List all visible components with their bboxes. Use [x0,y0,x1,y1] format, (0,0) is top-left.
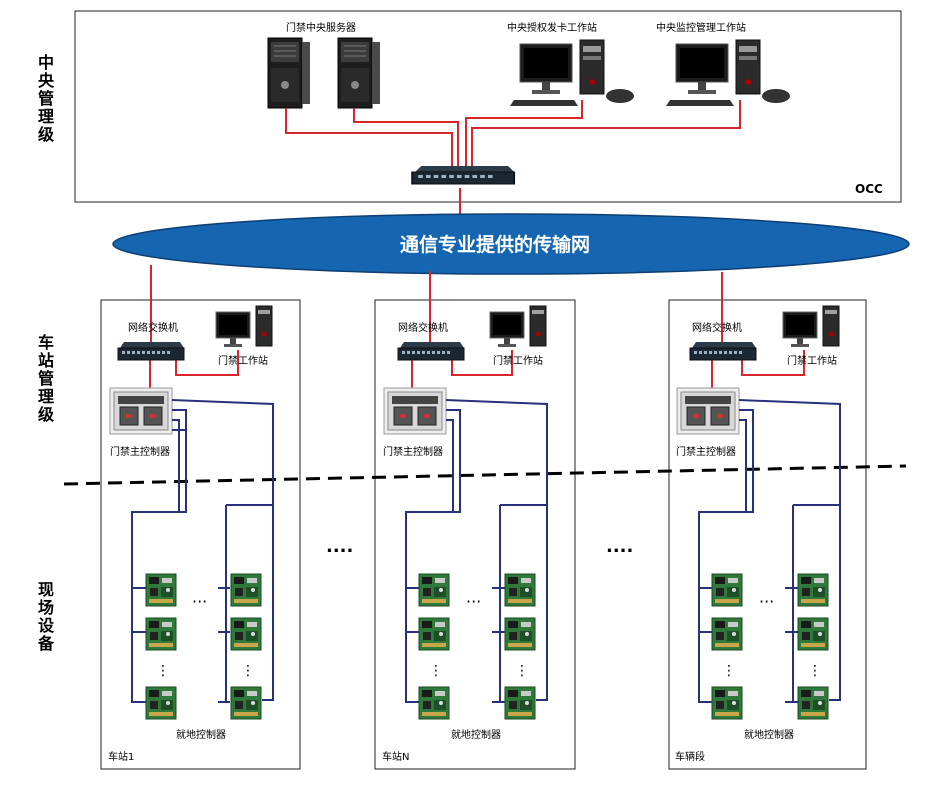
svg-text:理: 理 [38,387,54,406]
station-n-main-controller [383,387,447,435]
depot-main-controller-label: 门禁主控制器 [676,445,736,458]
depot-main-controller [676,387,740,435]
central-server-1 [267,37,311,109]
station-1: 网络交换机 门禁工作站 门禁主控制器 ··· ⋮ ⋮ 就 [108,265,274,763]
depot-field-controller [797,617,829,651]
column-ellipsis: ··· [466,592,481,611]
vertical-ellipsis: ⋮ [156,663,170,679]
station-n-main-controller-label: 门禁主控制器 [383,445,443,458]
svg-text:级: 级 [38,125,55,144]
station-1-field-controller [145,686,177,720]
svg-text:管: 管 [38,369,54,388]
depot: 网络交换机 门禁工作站 门禁主控制器 ··· ⋮ ⋮ 就地控制器 [675,272,841,763]
vertical-ellipsis: ⋮ [429,663,443,679]
vertical-ellipsis: ⋮ [722,663,736,679]
station-n-name: 车站N [382,750,409,763]
column-ellipsis: ··· [759,592,774,611]
station-1-switch [117,341,185,361]
station-n-field-controller [504,686,536,720]
station-n: 网络交换机 门禁工作站 门禁主控制器 ··· ⋮ ⋮ 就地控制器 [382,271,548,763]
svg-text:设: 设 [38,616,55,635]
vertical-ellipsis: ⋮ [241,663,255,679]
depot-field-controller [711,617,743,651]
depot-field-controller [797,686,829,720]
depot-workstation-label: 门禁工作站 [787,354,837,367]
station-1-field-controller [145,617,177,651]
occ-network-lines [285,100,741,214]
auth-workstation-label: 中央授权发卡工作站 [507,21,597,34]
station-1-name: 车站1 [108,750,134,763]
svg-text:央: 央 [38,71,55,90]
occ-switch [411,165,516,185]
depot-box [668,299,867,770]
svg-text:场: 场 [38,598,54,617]
level-station-label: 车 站 管 理 级 [38,333,55,424]
station-n-field-controller [504,617,536,651]
level-central-label: 中 央 管 理 级 [38,53,55,144]
level-field-label: 现 场 设 备 [37,580,55,653]
central-server-2 [337,37,381,109]
station-n-switch-label: 网络交换机 [398,321,448,334]
station-1-field-controller [230,686,262,720]
station-n-field-controller [418,617,450,651]
station-n-field-controller [418,573,450,607]
station-n-box [374,299,576,770]
station-n-switch [397,341,465,361]
transmission-network-label: 通信专业提供的传输网 [400,233,590,256]
station-1-field-controller [230,573,262,607]
depot-field-controller [711,573,743,607]
station-1-main-controller [109,387,173,435]
column-ellipsis: ··· [192,592,207,611]
station-ellipsis: .... [606,536,633,557]
station-1-box [100,299,301,770]
svg-text:站: 站 [38,351,54,370]
depot-field-controller [797,573,829,607]
station-n-field-controller [418,686,450,720]
svg-text:级: 级 [38,405,55,424]
vertical-ellipsis: ⋮ [515,663,529,679]
depot-switch-label: 网络交换机 [692,321,742,334]
depot-switch [689,341,757,361]
station-n-field-controller [504,573,536,607]
station-1-switch-label: 网络交换机 [128,321,178,334]
svg-text:中: 中 [38,53,54,72]
depot-name: 车辆段 [675,750,705,763]
station-ellipsis: .... [326,536,353,557]
svg-text:理: 理 [38,107,54,126]
station-1-workstation-label: 门禁工作站 [218,354,268,367]
depot-field-controller [711,686,743,720]
occ-label: OCC [855,182,883,196]
station-1-field-controller [145,573,177,607]
central-server-label: 门禁中央服务器 [286,21,356,34]
station-n-workstation-label: 门禁工作站 [493,354,543,367]
svg-text:车: 车 [38,333,54,352]
svg-text:备: 备 [37,634,55,653]
station-n-field-controller-label: 就地控制器 [451,728,501,741]
level-boundary-dashed-line [63,464,907,486]
vertical-ellipsis: ⋮ [808,663,822,679]
svg-text:现: 现 [38,580,54,599]
station-1-field-controller [230,617,262,651]
transmission-network [112,213,910,275]
depot-field-controller-label: 就地控制器 [744,728,794,741]
svg-text:管: 管 [38,89,54,108]
monitor-workstation-label: 中央监控管理工作站 [656,21,746,34]
station-1-main-controller-label: 门禁主控制器 [110,445,170,458]
station-1-field-controller-label: 就地控制器 [176,728,226,741]
